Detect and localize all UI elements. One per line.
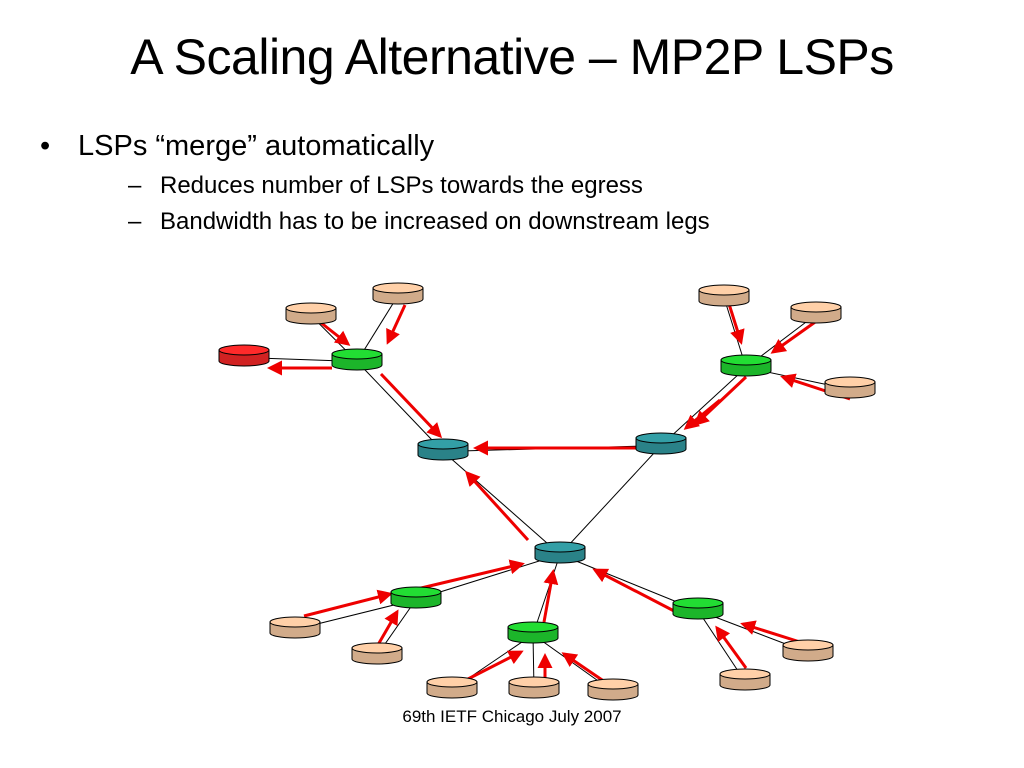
merge-router-node [720,354,772,377]
merge-router-node [390,586,442,609]
bullet-list: • LSPs “merge” automatically – Reduces n… [40,124,710,240]
core-router-node [534,541,586,564]
lsp-arrow [465,650,524,682]
sub-bullet-text: Bandwidth has to be increased on downstr… [160,208,710,235]
core-router-node [417,438,469,461]
bullet-item: • LSPs “merge” automatically – Reduces n… [40,124,710,240]
router-layer [218,282,876,701]
slide-footer: 69th IETF Chicago July 2007 [402,707,622,726]
egress-node [218,344,270,367]
lsp-arrow [386,304,407,345]
network-link [532,554,561,635]
lsp-arrow [715,625,748,669]
lsp-arrow [592,568,677,614]
slide-title: A Scaling Alternative – MP2P LSPs [130,29,894,85]
sub-bullet-list: – Reduces number of LSPs towards the egr… [78,168,710,240]
lsp-arrow [303,589,393,618]
ingress-node [782,639,834,662]
ingress-node [719,668,771,691]
merge-router-node [507,621,559,644]
merge-router-node [672,597,724,620]
network-link [442,451,561,555]
lsp-arrow [542,569,559,623]
lsp-arrow [770,318,819,354]
ingress-node [285,302,337,325]
network-link [356,361,444,452]
lsp-arrow [693,375,748,427]
lsp-arrow [319,320,351,346]
network-link [660,367,747,446]
sub-bullet-marker: – [128,208,142,235]
lsp-arrow [740,620,801,644]
core-router-node [635,432,687,455]
ingress-node [790,301,842,324]
ingress-node [587,678,639,701]
lsp-arrow-layer [267,287,851,686]
ingress-node [508,676,560,699]
bullet-marker: • [40,130,51,162]
ingress-node [698,284,750,307]
lsp-arrow [379,372,443,439]
ingress-node [269,616,321,639]
ingress-node [351,642,403,665]
ingress-node [426,676,478,699]
bullet-text: LSPs “merge” automatically [78,130,435,162]
sub-bullet-marker: – [128,172,142,199]
sub-bullet-text: Reduces number of LSPs towards the egres… [160,172,643,199]
ingress-node [372,282,424,305]
lsp-arrow [464,470,530,542]
lsp-arrow [416,559,525,591]
lsp-arrow [561,652,609,686]
network-link [559,445,662,555]
merge-router-node [331,348,383,371]
ingress-node [824,376,876,399]
sub-bullet-item: – Bandwidth has to be increased on downs… [78,204,710,240]
sub-bullet-item: – Reduces number of LSPs towards the egr… [78,168,710,204]
